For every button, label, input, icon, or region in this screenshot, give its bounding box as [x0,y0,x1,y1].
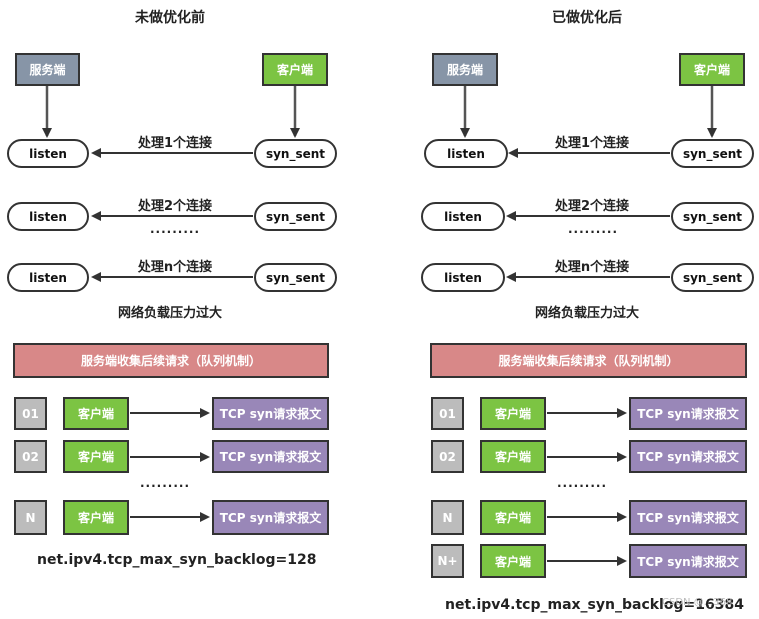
listen-node: listen [7,202,89,231]
process-label: 处理n个连接 [554,260,630,275]
process-label: 处理1个连接 [554,136,630,151]
queue-index: 01 [14,397,47,430]
before-title: 未做优化前 [135,10,205,26]
listen-node: listen [421,202,505,231]
listen-node: listen [421,263,505,292]
process-label: 处理n个连接 [137,260,213,275]
backlog-setting: net.ipv4.tcp_max_syn_backlog=16384 [445,597,744,613]
listen-node: listen [424,139,508,168]
process-label: 处理2个连接 [554,199,630,214]
syn-sent-node: syn_sent [254,202,337,231]
overload-text: 网络负载压力过大 [534,306,639,321]
queue-index: N [14,500,47,535]
queue-client: 客户端 [480,440,546,473]
queue-header: 服务端收集后续请求（队列机制） [430,343,747,378]
ellipsis-dots: ········· [140,479,191,493]
server-box: 服务端 [432,53,498,86]
syn-packet: TCP syn请求报文 [629,544,747,578]
after-title: 已做优化后 [552,10,622,26]
queue-client: 客户端 [480,500,546,535]
queue-header: 服务端收集后续请求（队列机制） [13,343,329,378]
syn-sent-node: syn_sent [671,202,754,231]
queue-index: 02 [14,440,47,473]
client-box: 客户端 [679,53,745,86]
syn-sent-node: syn_sent [671,263,754,292]
ellipsis-dots: ········· [557,479,608,493]
server-box: 服务端 [15,53,80,86]
listen-node: listen [7,139,89,168]
ellipsis-dots: ········· [568,225,619,239]
queue-index: 02 [431,440,464,473]
ellipsis-dots: ········· [150,225,201,239]
syn-sent-node: syn_sent [254,263,337,292]
queue-client: 客户端 [480,544,546,578]
overload-text: 网络负载压力过大 [117,306,222,321]
listen-node: listen [7,263,89,292]
queue-client: 客户端 [63,397,129,430]
watermark: CSDN @...368 [662,597,733,608]
backlog-setting: net.ipv4.tcp_max_syn_backlog=128 [37,552,317,568]
queue-index: N [431,500,464,535]
process-label: 处理1个连接 [137,136,213,151]
queue-client: 客户端 [63,500,129,535]
queue-client: 客户端 [480,397,546,430]
syn-sent-node: syn_sent [671,139,754,168]
client-box: 客户端 [262,53,328,86]
process-label: 处理2个连接 [137,199,213,214]
syn-packet: TCP syn请求报文 [212,397,329,430]
syn-packet: TCP syn请求报文 [212,440,329,473]
syn-sent-node: syn_sent [254,139,337,168]
syn-packet: TCP syn请求报文 [629,500,747,535]
syn-packet: TCP syn请求报文 [629,397,747,430]
queue-index: N+ [431,544,464,578]
syn-packet: TCP syn请求报文 [629,440,747,473]
syn-packet: TCP syn请求报文 [212,500,329,535]
queue-client: 客户端 [63,440,129,473]
queue-index: 01 [431,397,464,430]
